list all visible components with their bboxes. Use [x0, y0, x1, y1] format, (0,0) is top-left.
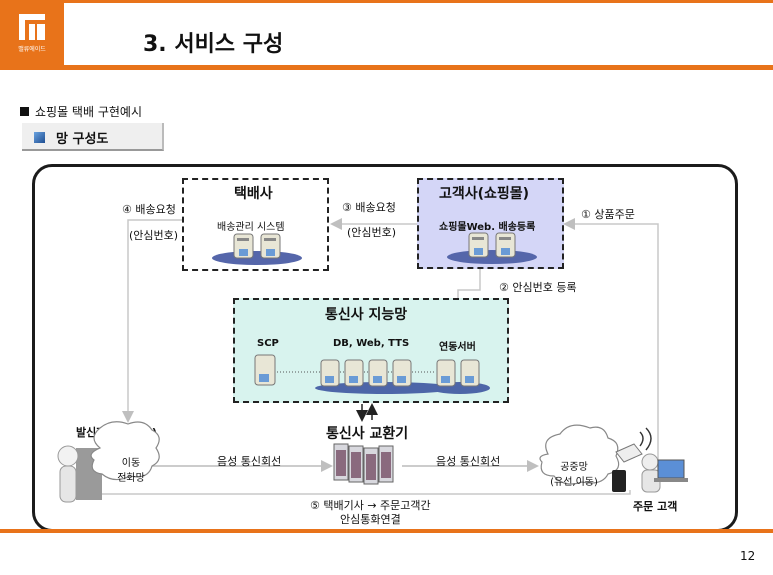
courier-system-label: 배송관리 시스템 — [217, 222, 285, 233]
header-bottom-rule — [0, 65, 773, 70]
step4-label: ④ 배송요청 — [122, 203, 176, 216]
step5-line — [99, 490, 631, 495]
section-subtitle: 쇼핑몰 택배 구현예시 — [20, 103, 142, 120]
page-title: 3. 서비스 구성 — [143, 32, 284, 57]
sender-title: 발신자(택배기사) — [76, 426, 157, 439]
shop-servers-icon — [447, 232, 537, 264]
voice-left-label: 음성 통신회선 — [217, 455, 282, 468]
step1-line — [563, 218, 659, 470]
step4-line — [122, 219, 182, 423]
diagram-tag-label: 망 구성도 — [56, 132, 109, 147]
logo-mark-icon — [19, 14, 45, 40]
step5-sub-label: 안심통화연결 — [340, 513, 401, 526]
step5-label: ⑤ 택배기사 → 주문고객간 — [310, 499, 431, 512]
company-logo: 밸류에이드 — [0, 0, 64, 66]
courier-servers-icon — [212, 233, 302, 265]
shop-system-label: 쇼핑몰Web. 배송등록 — [439, 222, 536, 233]
shop-box: 고객사(쇼핑몰) 쇼핑몰Web. 배송등록 — [417, 178, 564, 269]
square-bullet-icon — [20, 107, 29, 116]
diagram-tag: 망 구성도 — [22, 123, 164, 151]
mobile-net-label: 이동 전화망 — [117, 458, 145, 484]
courier-box: 택배사 배송관리 시스템 — [182, 178, 329, 271]
public-net-label: 공중망 (유선,이동) — [550, 462, 598, 488]
link-server-label: 연동서버 — [439, 342, 476, 353]
section-subtitle-text: 쇼핑몰 택배 구현예시 — [35, 105, 142, 119]
step3-sub-label: (안심번호) — [347, 226, 397, 239]
shop-title: 고객사(쇼핑몰) — [439, 186, 530, 202]
footer-rule — [0, 529, 773, 533]
network-box: 통신사 지능망 SCP DB, Web, TTS 연동서버 — [233, 298, 509, 403]
step4-sub-label: (안심번호) — [129, 229, 179, 242]
db-label: DB, Web, TTS — [333, 338, 410, 349]
network-servers-icon — [254, 354, 490, 394]
step2-label: ② 안심번호 등록 — [499, 281, 577, 294]
network-title: 통신사 지능망 — [325, 307, 408, 323]
step3-label: ③ 배송요청 — [342, 201, 396, 214]
exchange-title: 통신사 교환기 — [326, 426, 409, 442]
diagram-tag-icon — [34, 132, 45, 143]
customer-label: 주문 고객 — [633, 500, 678, 513]
step1-label: ① 상품주문 — [581, 208, 635, 221]
page-number: 12 — [740, 549, 756, 563]
courier-title: 택배사 — [234, 186, 273, 202]
logo-text: 밸류에이드 — [18, 46, 46, 53]
scp-label: SCP — [257, 338, 279, 349]
header-top-rule — [64, 0, 773, 3]
voice-right-label: 음성 통신회선 — [436, 455, 501, 468]
